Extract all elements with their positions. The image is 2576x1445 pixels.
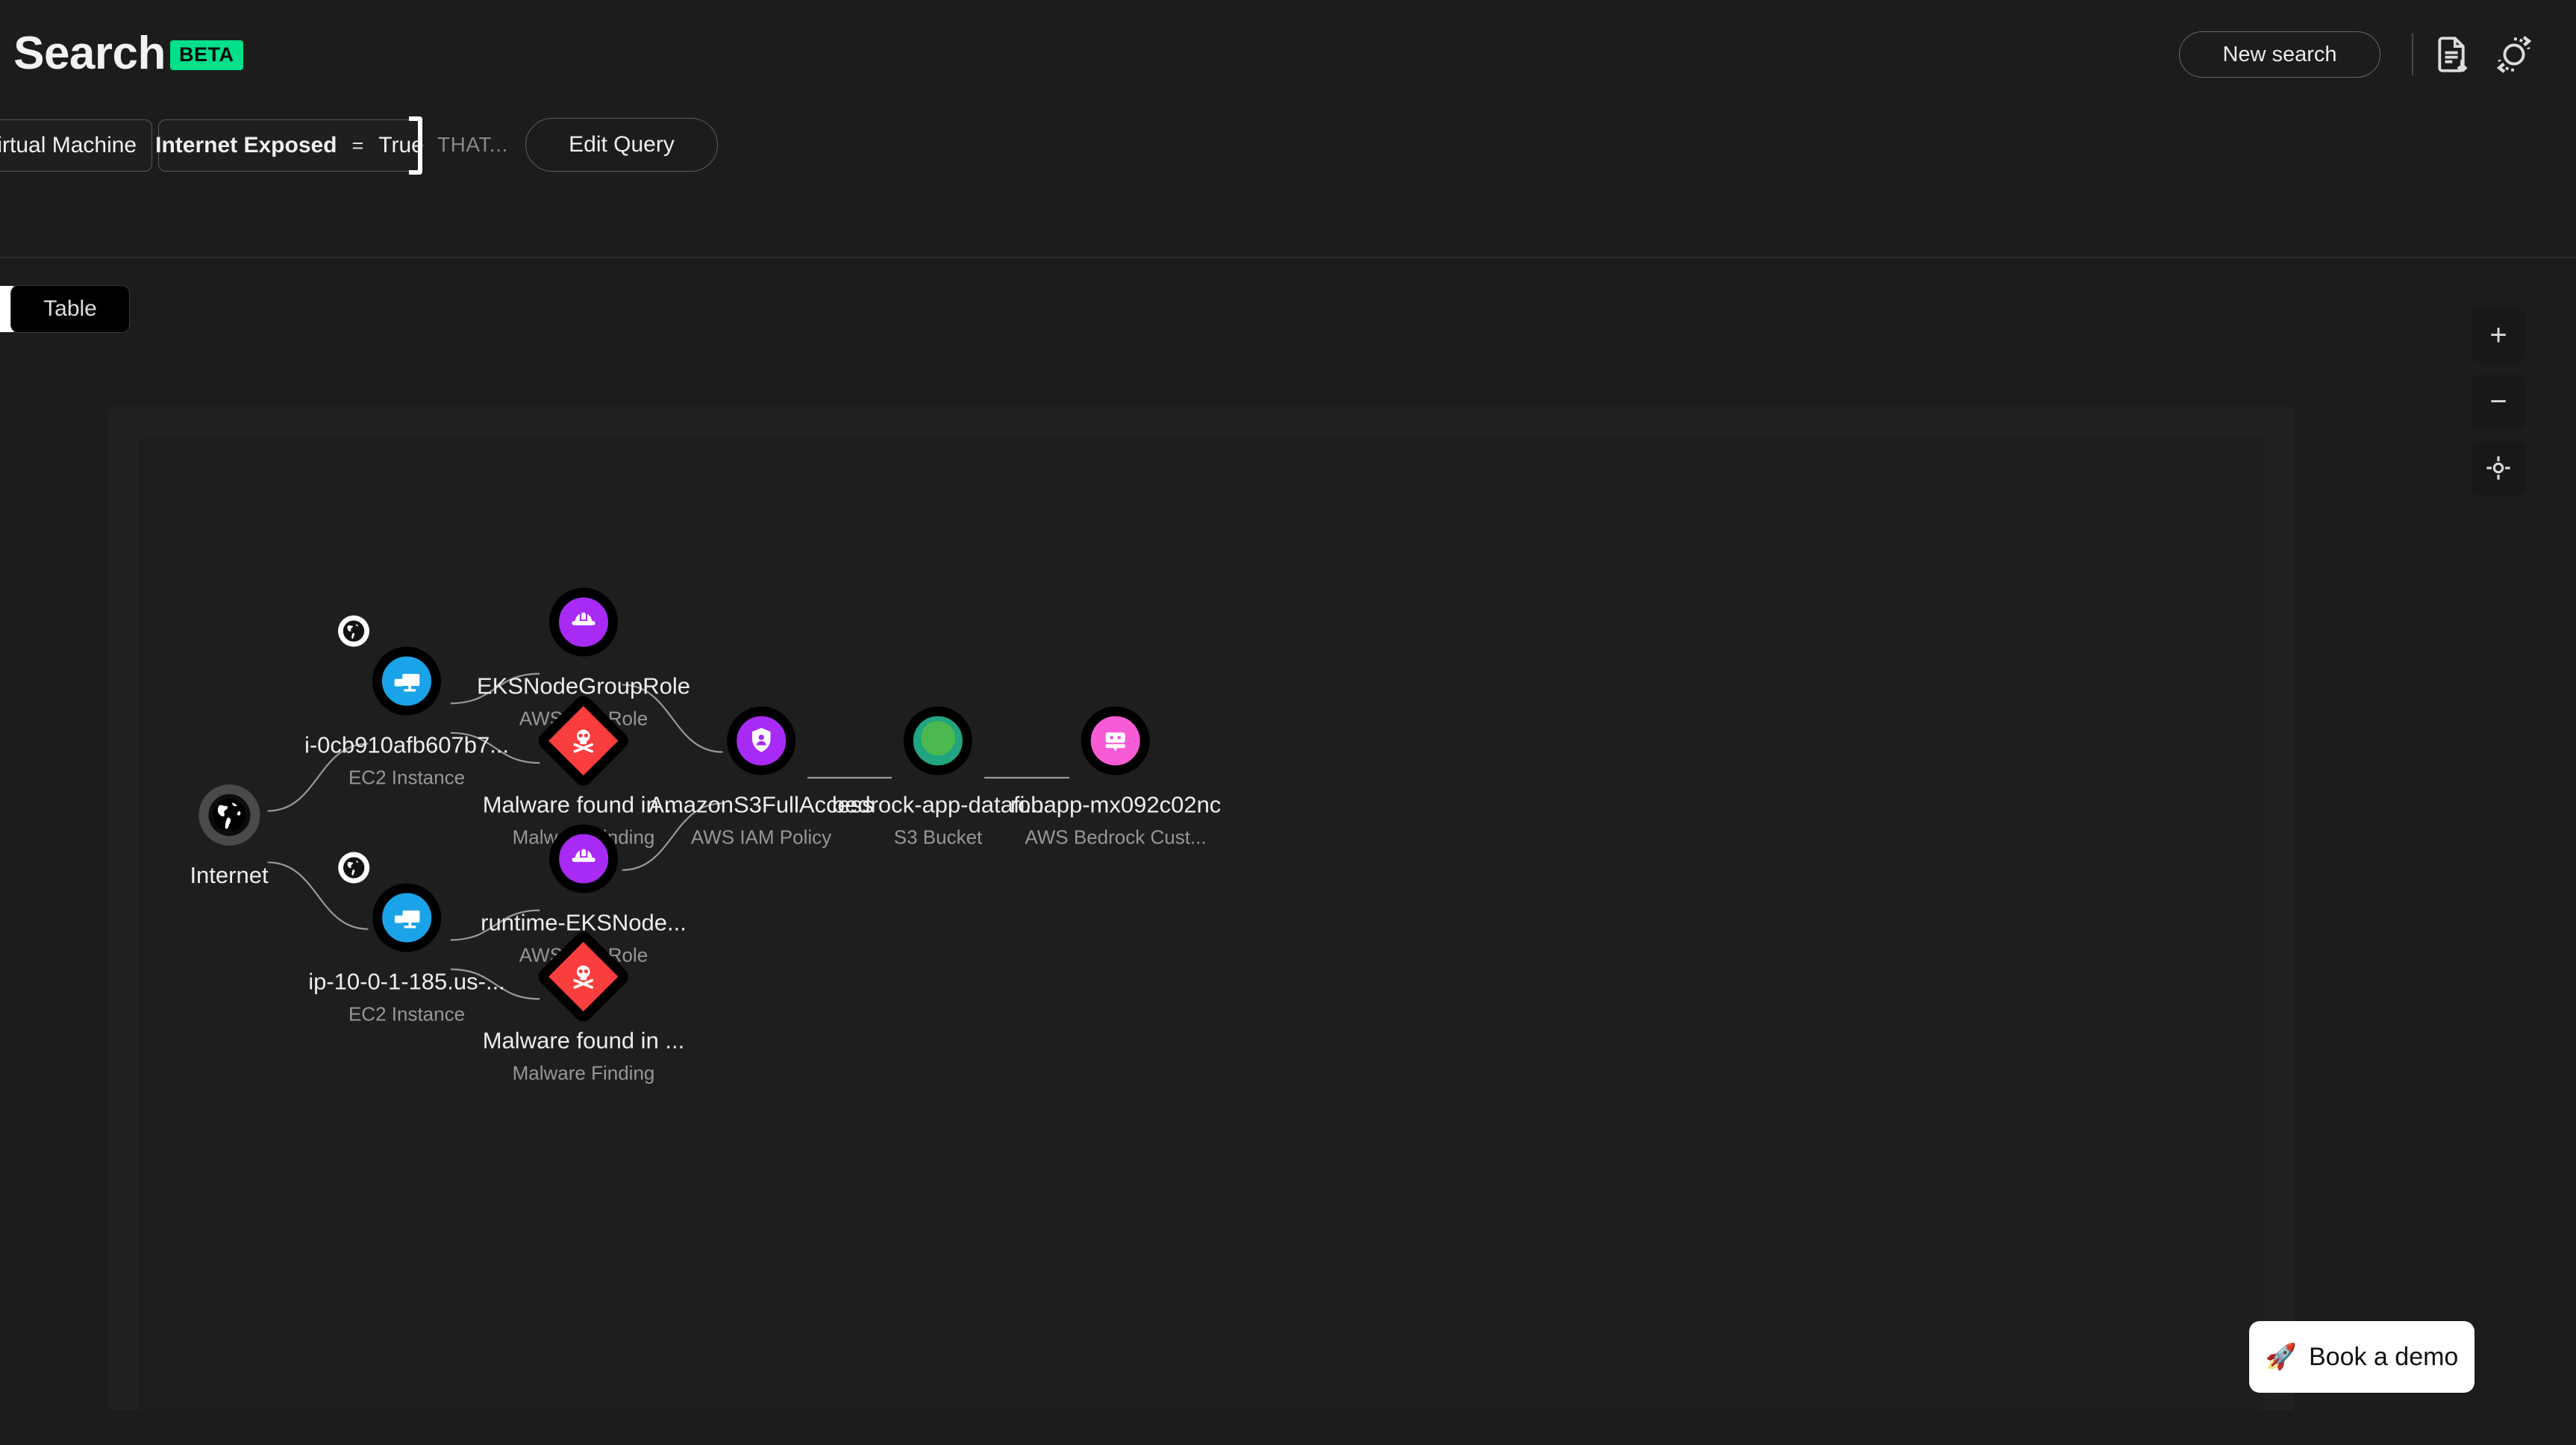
page-title: n Search	[0, 28, 166, 79]
fit-view-button[interactable]	[2472, 442, 2525, 496]
computer-icon	[372, 646, 441, 716]
document-download-icon[interactable]	[2430, 33, 2473, 76]
query-bar: Virtual Machine Internet Exposed = True …	[0, 116, 2576, 202]
that-connector-label: THAT...	[437, 133, 508, 156]
node-sublabel-ec2-top: EC2 Instance	[348, 766, 466, 789]
rocket-icon: 🚀	[2265, 1343, 2297, 1371]
internet-exposed-badge-icon	[338, 615, 369, 647]
hardhat-icon	[549, 587, 618, 657]
node-sublabel-bedrock: AWS Bedrock Cust...	[1025, 826, 1207, 849]
graph-edges	[267, 672, 1069, 1000]
edit-query-button[interactable]: Edit Query	[525, 118, 718, 172]
node-label-malware-bottom: Malware found in ...	[482, 1027, 685, 1054]
status-badge-s3-bucket	[921, 721, 955, 755]
node-shape-iam-role-top	[549, 587, 618, 657]
graph-edge-iam-role-bottom-to-iam-policy	[622, 802, 723, 871]
graph-edge-ec2-bottom-to-malware-bottom	[450, 968, 540, 1000]
beta-badge: BETA	[170, 40, 243, 70]
node-shape-malware-bottom	[534, 928, 633, 1026]
condition-operator-label: =	[351, 134, 364, 157]
node-label-malware-top: Malware found in ...	[482, 791, 685, 818]
node-shape-iam-role-bottom	[548, 824, 618, 893]
app-header: n Search BETA New search	[0, 0, 2576, 110]
zoom-out-icon: −	[2489, 385, 2507, 418]
query-pill-resource-type-label: Virtual Machine	[0, 133, 137, 157]
node-shape-ec2-top	[338, 615, 441, 716]
zoom-in-icon: +	[2489, 319, 2507, 352]
tab-table[interactable]: Table	[10, 285, 130, 333]
graph-node-malware-top[interactable]: Malware found in ...Malware Finding	[482, 692, 685, 849]
query-pill-resource-type[interactable]: Virtual Machine	[0, 119, 152, 172]
graph-edge-ec2-bottom-to-iam-role-bottom	[450, 909, 540, 941]
graph-node-malware-bottom[interactable]: Malware found in ... Malware Finding	[482, 928, 685, 1085]
node-sublabel-iam-policy: AWS IAM Policy	[690, 826, 832, 849]
zoom-out-button[interactable]: −	[2472, 375, 2525, 428]
node-shape-iam-policy	[726, 706, 795, 775]
internet-exposed-badge-icon	[338, 852, 369, 884]
node-label-s3-bucket: bedrock-app-datafi...	[831, 791, 1045, 818]
node-sublabel-malware-bottom: Malware Finding	[512, 1061, 655, 1084]
node-label-iam-role-top: EKSNodeGroupRole	[476, 672, 691, 699]
globe-icon	[198, 784, 260, 846]
node-label-internet: Internet	[190, 862, 269, 888]
fit-view-icon	[2483, 453, 2513, 485]
graph-edge-ec2-top-to-iam-role-top	[450, 672, 540, 705]
graph-node-internet[interactable]: Internet	[190, 784, 269, 889]
node-shape-internet	[198, 784, 260, 846]
graph-edge-iam-role-top-to-iam-policy	[622, 684, 723, 753]
robot-icon	[1081, 706, 1150, 775]
header-divider	[2412, 34, 2413, 75]
node-label-bedrock: robapp-mx092c02nc	[1010, 791, 1222, 818]
refresh-icon[interactable]	[2492, 33, 2536, 76]
shield-person-icon	[726, 706, 795, 775]
node-label-iam-policy: AmazonS3FullAccess	[648, 791, 874, 818]
node-shape-ec2-bottom	[338, 852, 441, 952]
zoom-in-button[interactable]: +	[2472, 308, 2525, 362]
query-group-bracket	[409, 116, 422, 175]
hardhat-icon	[548, 824, 618, 893]
skull-icon	[534, 928, 633, 1026]
graph-node-ec2-bottom[interactable]: ip-10-0-1-185.us-... EC2 Instance	[308, 852, 505, 1026]
node-shape-malware-top	[534, 692, 633, 790]
node-label-ec2-bottom: ip-10-0-1-185.us-...	[308, 968, 505, 995]
computer-icon	[372, 883, 441, 952]
condition-value-label: True	[378, 133, 424, 157]
book-demo-label: Book a demo	[2308, 1342, 2459, 1371]
condition-field-label: Internet Exposed	[155, 133, 337, 157]
new-search-button[interactable]: New search	[2179, 31, 2380, 78]
graph-node-ec2-top[interactable]: i-0cb910afb607b7... EC2 Instance	[304, 615, 510, 790]
graph-edge-internet-to-ec2-bottom	[267, 861, 369, 930]
graph-edge-internet-to-ec2-top	[267, 743, 369, 812]
skull-icon	[534, 692, 633, 790]
query-pill-condition[interactable]: Internet Exposed = True	[155, 119, 424, 172]
node-sublabel-s3-bucket: S3 Bucket	[893, 826, 983, 849]
book-demo-button[interactable]: 🚀 Book a demo	[2249, 1321, 2475, 1393]
graph-edge-ec2-top-to-malware-top	[450, 731, 540, 764]
node-shape-bedrock	[1081, 706, 1150, 775]
node-sublabel-ec2-bottom: EC2 Instance	[348, 1002, 466, 1026]
node-label-ec2-top: i-0cb910afb607b7...	[304, 731, 510, 758]
tab-strip-divider	[0, 257, 2576, 258]
